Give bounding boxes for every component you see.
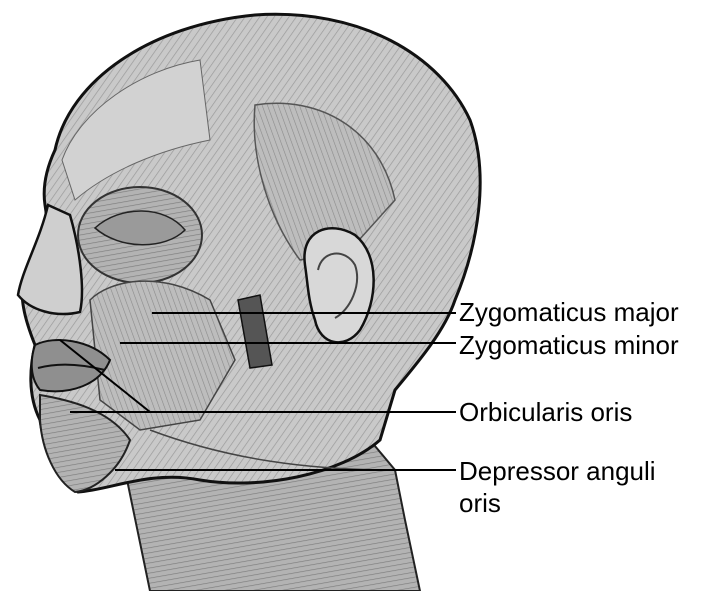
label-depressor-anguli-oris: Depressor anguli oris bbox=[459, 455, 656, 519]
label-depressor-anguli-oris-line2: oris bbox=[459, 487, 656, 519]
label-zygomaticus-minor: Zygomaticus minor bbox=[459, 330, 679, 360]
label-zygomaticus-major: Zygomaticus major bbox=[459, 297, 679, 327]
label-orbicularis-oris: Orbicularis oris bbox=[459, 397, 632, 427]
nose bbox=[18, 205, 82, 314]
label-depressor-anguli-oris-line1: Depressor anguli bbox=[459, 455, 656, 487]
